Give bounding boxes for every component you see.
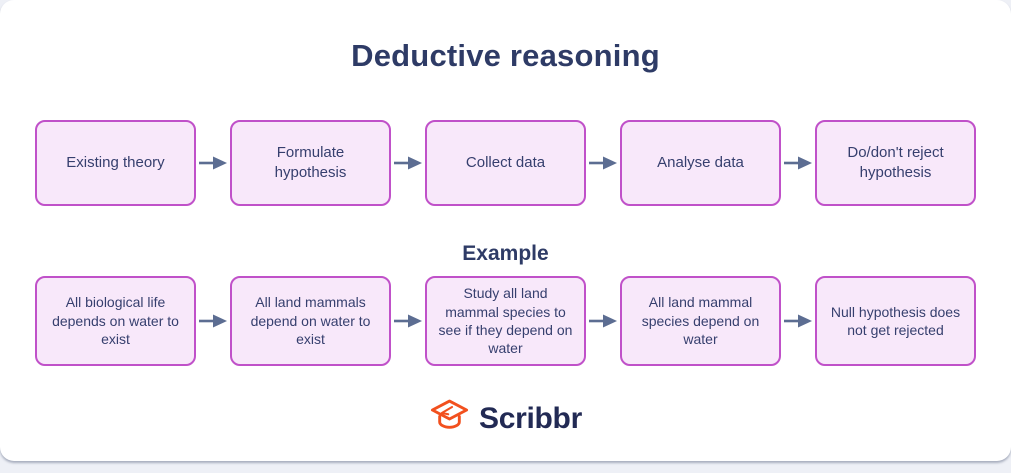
flow-step-label: Formulate hypothesis (274, 144, 347, 181)
example-heading: Example (462, 242, 549, 265)
arrow-right-icon (781, 155, 815, 171)
flow-step-box-formulate-hypothesis: Formulate hypothesis (230, 120, 391, 206)
page-title: Deductive reasoning (351, 38, 660, 73)
example-step-box-collect: Study all land mammal species to see if … (425, 276, 586, 366)
example-step-box-theory: All biological life depends on water to … (35, 276, 196, 366)
diagram-card: Deductive reasoning Existing theory Form… (0, 0, 1011, 461)
flow-step-label: Null hypothesis does not get rejected (830, 303, 961, 338)
scribbr-logo-text: Scribbr (479, 401, 582, 435)
flow-step-box-analyse-data: Analyse data (620, 120, 781, 206)
flow-step-label: Study all land mammal species to see if … (438, 285, 573, 357)
flow-step-label: Do/don't reject hypothesis (847, 144, 944, 181)
example-step-box-hypothesis: All land mammals depend on water to exis… (230, 276, 391, 366)
flow-step-label: Analyse data (657, 154, 744, 172)
scribbr-logo: Scribbr (0, 397, 1011, 440)
graduation-cap-icon (429, 397, 470, 440)
arrow-right-icon (781, 313, 815, 329)
flow-step-label: Collect data (465, 154, 546, 172)
main-flow-row: Existing theory Formulate hypothesis Col… (35, 120, 976, 206)
flow-step-label: All land mammals depend on water to exis… (250, 294, 371, 348)
flow-step-label: Existing theory (66, 154, 165, 172)
arrow-right-icon (586, 313, 620, 329)
example-flow-row: All biological life depends on water to … (35, 276, 976, 366)
example-step-box-analyse: All land mammal species depend on water (620, 276, 781, 366)
flow-step-label: All biological life depends on water to … (52, 294, 179, 348)
arrow-right-icon (196, 313, 230, 329)
example-step-box-result: Null hypothesis does not get rejected (815, 276, 976, 366)
arrow-right-icon (391, 313, 425, 329)
flow-step-box-collect-data: Collect data (425, 120, 586, 206)
flow-step-label: All land mammal species depend on water (641, 294, 760, 348)
flow-step-box-existing-theory: Existing theory (35, 120, 196, 206)
arrow-right-icon (391, 155, 425, 171)
flow-step-box-reject-hypothesis: Do/don't reject hypothesis (815, 120, 976, 206)
arrow-right-icon (586, 155, 620, 171)
arrow-right-icon (196, 155, 230, 171)
